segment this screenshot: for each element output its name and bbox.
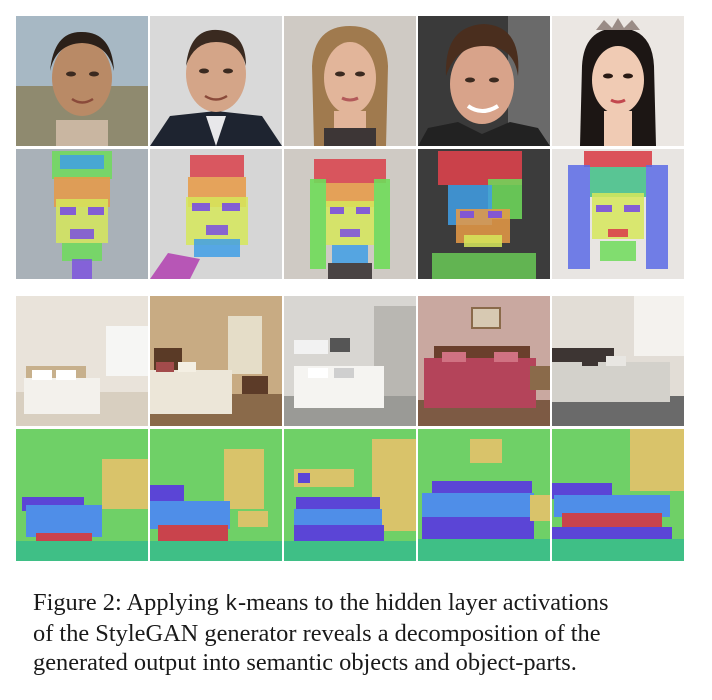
bedroom-segmentation-2 (150, 429, 282, 561)
face-segmentation-5 (552, 149, 684, 279)
figure-caption: Figure 2: Applying k-means to the hidden… (33, 588, 693, 677)
face-image-grid (16, 16, 684, 279)
face-segmentation-4 (418, 149, 550, 279)
bedroom-photo-4 (418, 296, 550, 426)
bedroom-photo-1 (16, 296, 148, 426)
caption-label: Figure 2: (33, 589, 122, 616)
bedroom-segmentation-5 (552, 429, 684, 561)
bedroom-photo-3 (284, 296, 416, 426)
caption-text-1b: -means to the hidden layer activations (237, 589, 609, 616)
caption-code: k (224, 592, 238, 617)
bedroom-segmentation-3 (284, 429, 416, 561)
caption-text-1a: Applying (126, 589, 225, 616)
face-photo-3 (284, 16, 416, 146)
face-segmentation-2 (150, 149, 282, 279)
bedroom-image-grid (16, 296, 684, 561)
caption-line-2: of the StyleGAN generator reveals a deco… (33, 620, 601, 647)
face-photo-4 (418, 16, 550, 146)
face-photo-5 (552, 16, 684, 146)
face-photo-2 (150, 16, 282, 146)
bedroom-segmentation-1 (16, 429, 148, 561)
face-segmentation-1 (16, 149, 148, 279)
caption-line-3: generated output into semantic objects a… (33, 649, 577, 676)
bedroom-photo-5 (552, 296, 684, 426)
bedroom-segmentation-4 (418, 429, 550, 561)
caption-line-1: Figure 2: Applying k-means to the hidden… (33, 588, 693, 619)
face-segmentation-3 (284, 149, 416, 279)
face-photo-1 (16, 16, 148, 146)
bedroom-photo-2 (150, 296, 282, 426)
